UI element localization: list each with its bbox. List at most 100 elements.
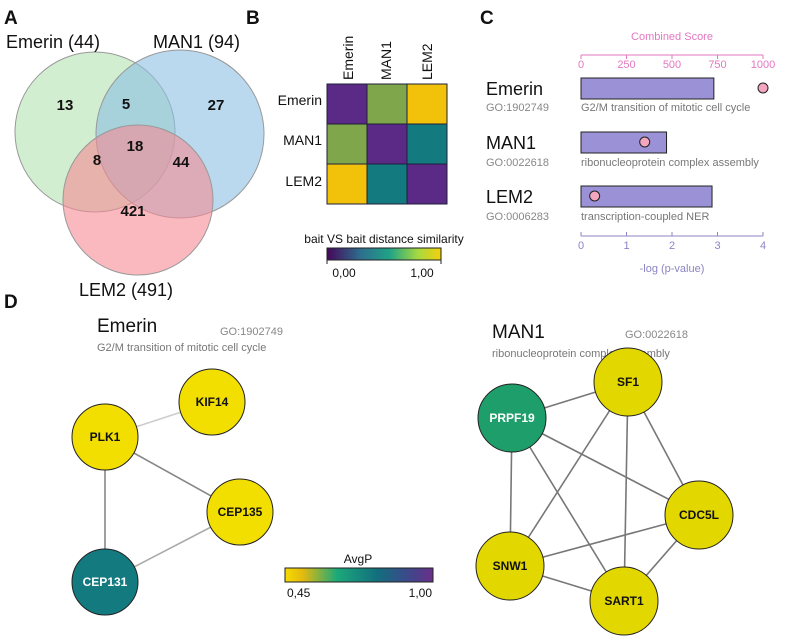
network-node-kif14 <box>178 368 246 436</box>
venn-label-man1: MAN1 (94) <box>153 32 240 52</box>
venn-circle-lem2 <box>62 124 214 276</box>
colorbar-min-label: 0,00 <box>332 266 356 280</box>
network-node-plk1 <box>71 403 139 471</box>
network-node-label: PLK1 <box>90 430 121 444</box>
go-bait-lem2: LEM2 <box>486 187 533 207</box>
network-node-sf1 <box>593 347 663 417</box>
go-enrichment-chart: Combined Score 0 250 500 750 1000 0 1 2 3 4 -log… <box>486 31 775 275</box>
heatmap-col-label-man1: MAN1 <box>378 41 394 80</box>
network-node-sart1 <box>589 566 659 636</box>
heatmap-col-label-lem2: LEM2 <box>419 43 435 80</box>
go-bait-man1: MAN1 <box>486 133 536 153</box>
network-node-snw1 <box>475 531 545 601</box>
network-term-emerin: G2/M transition of mitotic cell cycle <box>97 342 266 354</box>
network-node-label: PRPF19 <box>489 411 535 425</box>
score-axis-tick-label: 1000 <box>751 59 775 71</box>
heatmap-col-label-emerin: Emerin <box>340 36 356 80</box>
go-id-lem2: GO:0006283 <box>486 211 549 223</box>
venn-count-all-three: 18 <box>127 138 144 155</box>
panel-label-c: C <box>480 8 494 29</box>
panel-label-a: A <box>4 8 18 29</box>
venn-count-emerin-man1: 5 <box>122 96 130 113</box>
venn-label-lem2: LEM2 (491) <box>79 280 173 300</box>
network-title-emerin: Emerin <box>97 316 157 337</box>
heatmap-row-label-lem2: LEM2 <box>285 173 322 189</box>
p-axis-title: -log (p-value) <box>640 263 705 275</box>
go-term-emerin: G2/M transition of mitotic cell cycle <box>581 102 750 114</box>
venn-count-emerin-only: 13 <box>57 97 74 114</box>
avgp-max-label: 1,00 <box>409 586 433 600</box>
p-axis-tick-label: 3 <box>714 240 720 252</box>
avgp-colorbar <box>284 567 434 583</box>
go-bar <box>580 185 713 208</box>
p-axis-tick-label: 1 <box>623 240 629 252</box>
heatmap-cell <box>406 123 448 165</box>
network-node-label: CEP135 <box>218 505 263 519</box>
network-node-label: KIF14 <box>196 395 229 409</box>
p-axis-ticks: 0 1 2 3 4 <box>578 232 766 252</box>
network-edge <box>511 417 700 516</box>
network-node-label: SNW1 <box>493 559 528 573</box>
go-bar <box>580 77 715 100</box>
network-node-prpf19 <box>477 383 547 453</box>
heatmap-cell <box>366 123 408 165</box>
heatmap-cell <box>326 123 368 165</box>
heatmap-cell <box>326 83 368 125</box>
p-axis-tick-label: 2 <box>669 240 675 252</box>
go-term-man1: ribonucleoprotein complex assembly <box>581 157 759 169</box>
go-term-lem2: transcription-coupled NER <box>581 211 709 223</box>
network-edge <box>511 417 625 602</box>
avgp-min-label: 0,45 <box>287 586 311 600</box>
go-pvalue-point <box>639 136 651 148</box>
network-node-label: CDC5L <box>679 508 719 522</box>
panel-label-b: B <box>246 8 260 29</box>
avgp-legend-title: AvgP <box>344 552 372 566</box>
avgp-legend: AvgP 0,45 1,00 <box>284 552 434 600</box>
heatmap-cells <box>326 83 448 205</box>
go-bar <box>580 131 668 154</box>
go-pvalue-point <box>757 82 769 94</box>
network-node-cdc5l <box>664 480 734 550</box>
heatmap-cell <box>366 163 408 205</box>
go-id-man1: GO:0022618 <box>486 157 549 169</box>
heatmap-cell <box>366 83 408 125</box>
score-axis-tick-label: 250 <box>617 59 635 71</box>
heatmap-cell <box>326 163 368 205</box>
network-node-cep135 <box>206 478 274 546</box>
venn-diagram: Emerin (44) MAN1 (94) LEM2 (491) 13 27 4… <box>6 32 265 300</box>
network-edge <box>509 381 629 567</box>
score-axis-tick-label: 0 <box>578 59 584 71</box>
venn-count-emerin-lem2: 8 <box>93 152 101 169</box>
network-man1: MAN1 GO:0022618 ribonucleoprotein comple… <box>475 322 734 636</box>
p-axis-tick-label: 4 <box>760 240 766 252</box>
colorbar-title: bait VS bait distance similarity <box>304 232 463 246</box>
p-axis-tick-label: 0 <box>578 240 584 252</box>
venn-count-man1-only: 27 <box>208 97 225 114</box>
go-bars <box>580 77 769 208</box>
go-id-emerin: GO:1902749 <box>486 102 549 114</box>
score-axis-tick-label: 500 <box>663 59 681 71</box>
score-axis-tick-label: 750 <box>708 59 726 71</box>
heatmap-cell <box>406 83 448 125</box>
panel-label-d: D <box>4 292 18 313</box>
network-node-label: CEP131 <box>83 575 128 589</box>
heatmap: Emerin MAN1 LEM2 Emerin MAN1 LEM2 bait V… <box>278 36 464 280</box>
colorbar-max-label: 1,00 <box>410 266 434 280</box>
heatmap-cell <box>406 163 448 205</box>
score-axis-title: Combined Score <box>631 31 713 43</box>
network-emerin: Emerin GO:1902749 G2/M transition of mit… <box>71 316 283 616</box>
venn-count-lem2-only: 421 <box>120 203 145 220</box>
network-node-cep131 <box>71 548 139 616</box>
network-edge <box>623 381 629 602</box>
network-go-id-emerin: GO:1902749 <box>220 326 283 338</box>
network-node-label: SF1 <box>617 375 639 389</box>
heatmap-row-label-man1: MAN1 <box>283 132 322 148</box>
similarity-colorbar <box>326 247 442 261</box>
go-bait-emerin: Emerin <box>486 79 543 99</box>
venn-count-man1-lem2: 44 <box>173 154 190 171</box>
go-pvalue-point <box>589 190 601 202</box>
network-node-label: SART1 <box>604 594 644 608</box>
